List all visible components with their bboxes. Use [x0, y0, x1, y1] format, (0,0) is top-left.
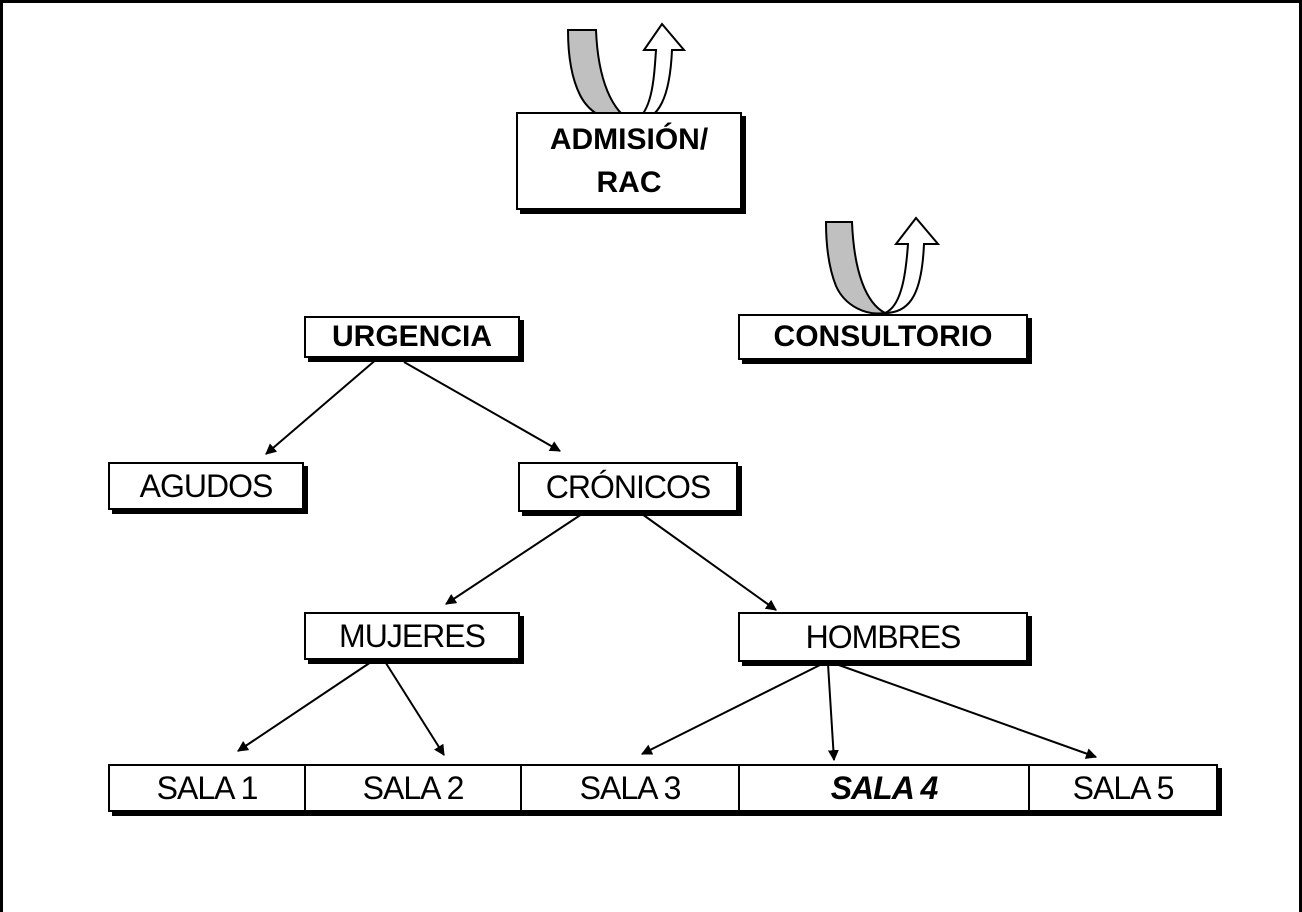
node-admision-rac: ADMISIÓN/ RAC — [516, 112, 742, 210]
edge-hombres-sala5 — [835, 663, 1098, 759]
node-sala-1: SALA 1 — [108, 764, 306, 812]
node-consultorio: CONSULTORIO — [738, 314, 1028, 360]
edge-cronicos-mujeres — [445, 509, 589, 605]
node-mujeres: MUJERES — [304, 612, 520, 660]
u-turn-arrow-icon — [824, 216, 941, 315]
edge-cronicos-hombres — [641, 513, 777, 611]
edge-urgencia-agudos — [265, 357, 379, 455]
node-agudos: AGUDOS — [108, 462, 304, 510]
edge-mujeres-sala2 — [383, 659, 445, 756]
edge-hombres-sala4 — [827, 663, 839, 762]
node-sala-3: SALA 3 — [520, 764, 740, 812]
node-cronicos: CRÓNICOS — [518, 462, 738, 512]
node-sala-4: SALA 4 — [738, 764, 1030, 812]
edge-urgencia-cronicos — [403, 361, 561, 452]
edge-hombres-sala3 — [641, 663, 823, 755]
node-sala-5: SALA 5 — [1028, 764, 1218, 812]
node-hombres: HOMBRES — [738, 612, 1028, 662]
edge-mujeres-sala1 — [237, 659, 375, 752]
node-urgencia: URGENCIA — [304, 316, 520, 358]
node-sala-2: SALA 2 — [304, 764, 522, 812]
u-turn-arrow-icon — [566, 22, 687, 124]
